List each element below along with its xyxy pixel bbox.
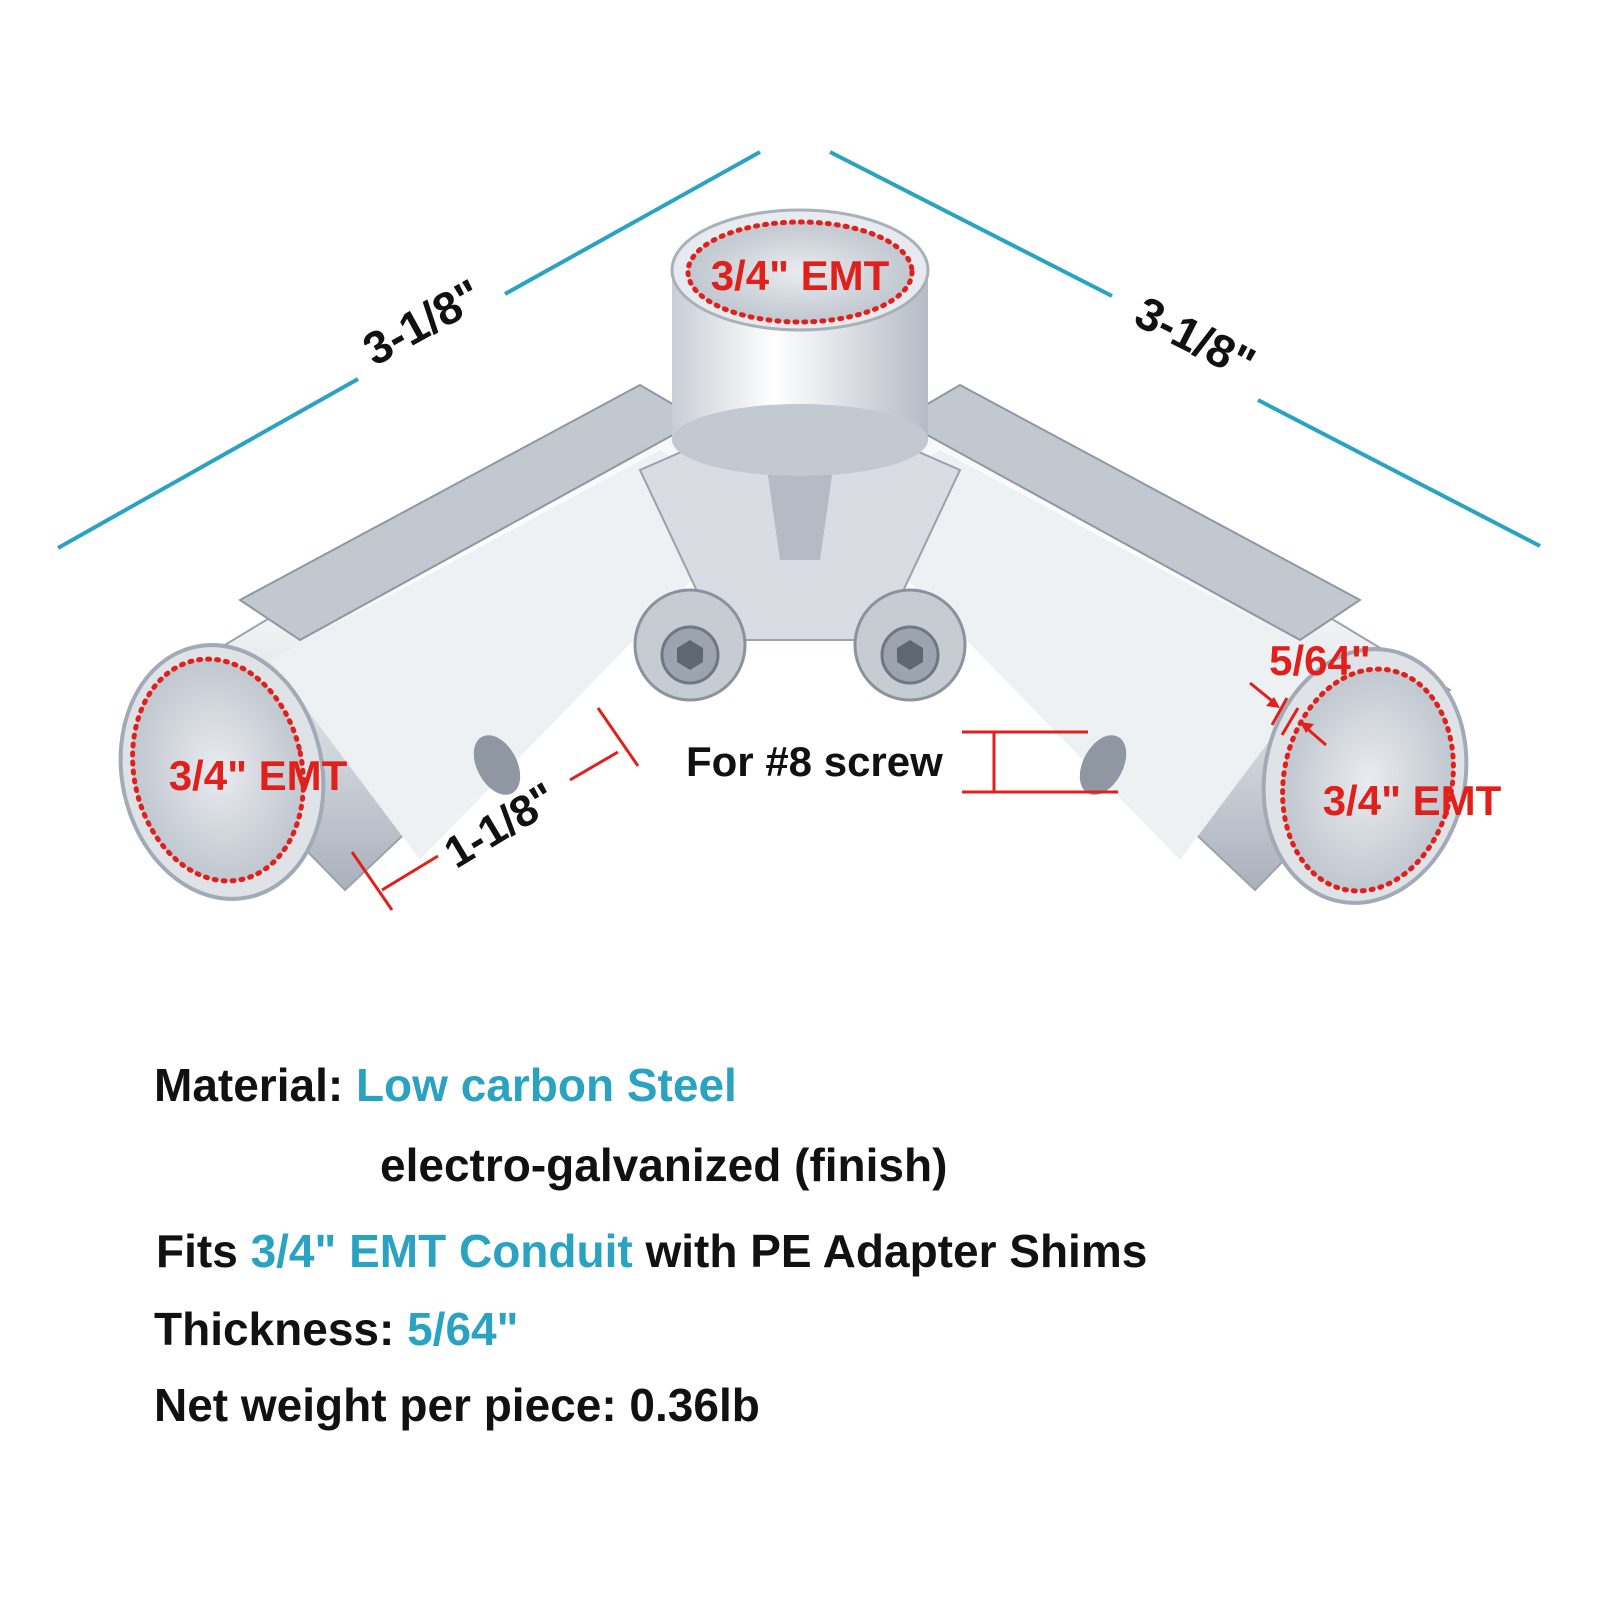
thickness-label: Thickness:: [154, 1303, 395, 1355]
finish-value: electro-galvanized (finish): [380, 1139, 948, 1191]
left-socket: [118, 643, 326, 901]
wall-thickness-arrows: [1249, 681, 1327, 747]
thickness-value: 5/64": [407, 1303, 519, 1355]
thickness-line: Thickness: 5/64": [154, 1302, 518, 1356]
fits-suffix: with PE Adapter Shims: [645, 1225, 1148, 1277]
weight-line: Net weight per piece: 0.36lb: [154, 1378, 760, 1432]
screw-note: For #8 screw: [686, 738, 943, 785]
top-socket: [670, 208, 930, 476]
material-value: Low carbon Steel: [355, 1059, 737, 1111]
top-right-length-label: 3-1/8": [1127, 286, 1263, 390]
top-left-length-label: 3-1/8": [354, 269, 490, 376]
fitting-diagram: 3-1/8" 3-1/8" 3/4" EMT: [57, 150, 1541, 911]
finish-line: electro-galvanized (finish): [380, 1138, 947, 1192]
left-socket-outline: [130, 656, 306, 884]
fits-prefix: Fits: [156, 1225, 238, 1277]
left-set-screw-icon: [633, 588, 747, 702]
material-line: Material: Low carbon Steel: [154, 1058, 737, 1112]
screw-bracket: [962, 730, 1118, 794]
top-socket-outline: [685, 219, 915, 325]
top-left-dimension-line: [57, 150, 761, 550]
material-label: Material:: [154, 1059, 344, 1111]
left-socket-label: 3/4" EMT: [169, 752, 348, 799]
right-socket-label: 3/4" EMT: [1323, 777, 1502, 824]
right-screw-hole: [1079, 735, 1127, 795]
right-set-screw-icon: [853, 588, 967, 702]
top-socket-label: 3/4" EMT: [711, 252, 890, 299]
wall-thickness-label: 5/64": [1269, 637, 1371, 684]
fits-value: 3/4" EMT Conduit: [250, 1225, 633, 1277]
socket-depth-dimension: [350, 707, 640, 911]
weight-value: Net weight per piece: 0.36lb: [154, 1379, 760, 1431]
left-screw-hole: [473, 735, 521, 795]
top-right-dimension-line: [829, 150, 1541, 548]
fits-line: Fits 3/4" EMT Conduit with PE Adapter Sh…: [156, 1224, 1147, 1278]
right-socket-outline: [1280, 666, 1456, 894]
right-socket: [1261, 647, 1469, 905]
